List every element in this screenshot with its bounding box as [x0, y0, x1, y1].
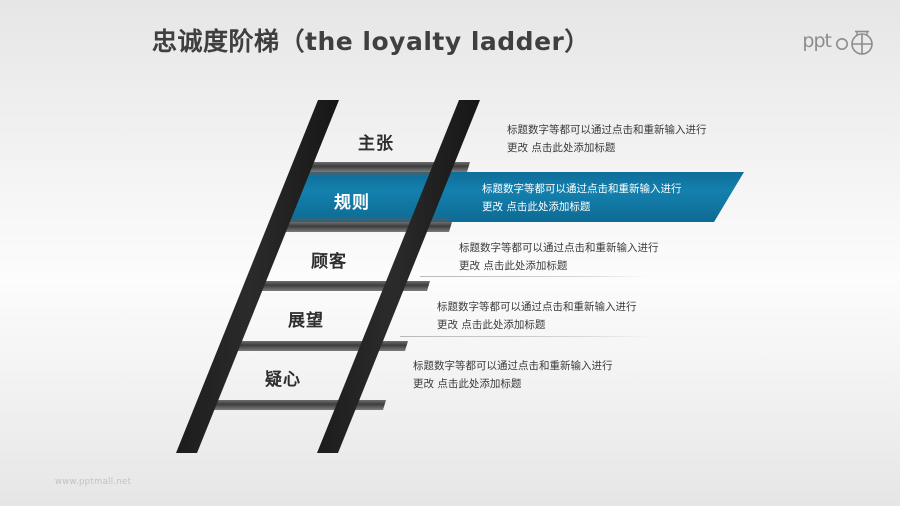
step-description-3[interactable]: 标题数字等都可以通过点击和重新输入进行 更改 点击此处添加标题	[459, 239, 659, 275]
step-label-5[interactable]: 疑心	[265, 370, 301, 390]
step-description-3-line1: 标题数字等都可以通过点击和重新输入进行	[459, 242, 659, 254]
step-description-3-line2: 更改 点击此处添加标题	[459, 260, 568, 272]
step-description-1-line1: 标题数字等都可以通过点击和重新输入进行	[507, 124, 707, 136]
step-description-2[interactable]: 标题数字等都可以通过点击和重新输入进行 更改 点击此处添加标题	[482, 180, 682, 216]
pptmall-circle-cross-mark	[836, 30, 873, 55]
step-description-4-line2: 更改 点击此处添加标题	[437, 319, 546, 331]
step-description-1[interactable]: 标题数字等都可以通过点击和重新输入进行 更改 点击此处添加标题	[507, 121, 707, 157]
step-description-5[interactable]: 标题数字等都可以通过点击和重新输入进行 更改 点击此处添加标题	[413, 357, 613, 393]
step-label-4[interactable]: 展望	[288, 311, 324, 331]
step-description-2-line1: 标题数字等都可以通过点击和重新输入进行	[482, 183, 682, 195]
step-label-1[interactable]: 主张	[358, 134, 394, 154]
step-description-1-line2: 更改 点击此处添加标题	[507, 142, 616, 154]
step-description-5-line2: 更改 点击此处添加标题	[413, 378, 522, 390]
divider-rule-3	[420, 276, 650, 277]
logo-wordmark: ppt	[802, 29, 832, 52]
pptmall-logo[interactable]: ppt	[802, 26, 878, 56]
step-label-3[interactable]: 顾客	[311, 252, 347, 272]
step-description-5-line1: 标题数字等都可以通过点击和重新输入进行	[413, 360, 613, 372]
step-label-2[interactable]: 规则	[334, 193, 370, 213]
page-title: 忠诚度阶梯（the loyalty ladder）	[152, 27, 590, 56]
step-description-2-line2: 更改 点击此处添加标题	[482, 201, 591, 213]
footer-watermark: www.pptmall.net	[55, 477, 132, 487]
divider-rule-4	[400, 336, 655, 337]
step-description-4-line1: 标题数字等都可以通过点击和重新输入进行	[437, 301, 637, 313]
step-description-4[interactable]: 标题数字等都可以通过点击和重新输入进行 更改 点击此处添加标题	[437, 298, 637, 334]
